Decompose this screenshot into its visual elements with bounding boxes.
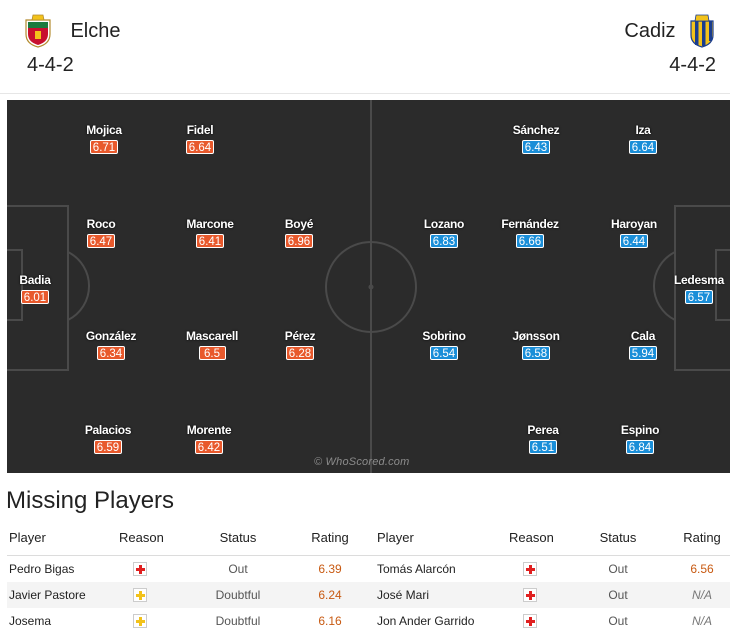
rating-value: N/A <box>691 588 712 602</box>
elche-crest-icon <box>25 14 51 48</box>
pitch-lines <box>7 100 730 473</box>
rating-value: 6.16 <box>318 614 342 628</box>
player-rating: 6.83 <box>429 234 459 248</box>
player-rating: 6.5 <box>198 346 226 360</box>
player-rating: 6.54 <box>429 346 459 360</box>
header-player: Player <box>377 530 414 545</box>
table-header: Player Reason Status Rating Player Reaso… <box>7 526 730 556</box>
cadiz-crest-icon <box>690 14 714 48</box>
doubt-icon <box>133 614 147 628</box>
player-rating: 6.41 <box>195 234 225 248</box>
player-rating: 6.84 <box>625 440 655 454</box>
table-row: Josema Doubtful 6.16 Jon Ander Garrido O… <box>7 608 730 634</box>
header-status: Status <box>599 530 637 545</box>
player-rating: 6.01 <box>20 290 50 304</box>
player-away-lozano[interactable]: Lozano 6.83 <box>423 217 465 248</box>
rating-value: 6.56 <box>690 562 714 576</box>
rating-value: N/A <box>691 614 712 628</box>
player-home-perez[interactable]: Pérez 6.28 <box>284 329 316 360</box>
player-home-roco[interactable]: Roco 6.47 <box>86 217 116 248</box>
player-rating: 6.44 <box>619 234 649 248</box>
player-away-iza[interactable]: Iza 6.64 <box>605 123 681 156</box>
player-link[interactable]: Tomás Alarcón <box>377 562 456 576</box>
missing-players-title: Missing Players <box>6 487 175 514</box>
status-text: Out <box>608 614 628 628</box>
player-home-badia[interactable]: Badia 6.01 <box>19 273 51 304</box>
player-home-mojica[interactable]: Mojica 6.71 <box>86 123 122 154</box>
player-link[interactable]: Jon Ander Garrido <box>377 614 475 628</box>
player-away-sobrino[interactable]: Sobrino 6.54 <box>422 329 466 360</box>
player-rating: 6.42 <box>194 440 224 454</box>
player-home-mascarell[interactable]: Mascarell 6.5 <box>185 329 238 360</box>
status-text: Out <box>608 588 628 602</box>
status-text: Out <box>228 562 248 576</box>
injury-icon <box>523 588 537 602</box>
player-link[interactable]: Javier Pastore <box>9 588 86 602</box>
header-reason: Reason <box>119 530 164 545</box>
player-rating: 6.57 <box>684 290 714 304</box>
player-rating: 6.71 <box>89 140 119 154</box>
player-rating: 6.51 <box>528 440 558 454</box>
home-team[interactable]: Elche <box>24 14 120 48</box>
player-away-jonsson[interactable]: Jønsson 6.58 <box>512 329 560 360</box>
doubt-icon <box>133 588 147 602</box>
watermark: © WhoScored.com <box>314 456 410 468</box>
home-formation: 4-4-2 <box>27 54 74 76</box>
header-player: Player <box>9 530 46 545</box>
player-home-marcone[interactable]: Marcone 6.41 <box>186 217 234 248</box>
player-link[interactable]: Josema <box>9 614 52 628</box>
player-link[interactable]: Pedro Bigas <box>9 562 75 576</box>
player-rating: 6.28 <box>285 346 315 360</box>
player-home-gonzalez[interactable]: González 6.34 <box>85 329 137 360</box>
missing-players-table: Player Reason Status Rating Player Reaso… <box>7 526 730 634</box>
injury-icon <box>523 614 537 628</box>
player-rating: 6.47 <box>86 234 116 248</box>
pitch: Badia 6.01 Mojica 6.71 Roco 6.47 Gonzále… <box>7 100 730 473</box>
player-rating: 6.43 <box>521 140 551 154</box>
player-home-palacios[interactable]: Palacios 6.59 <box>84 423 132 454</box>
status-text: Doubtful <box>215 588 261 602</box>
header-rating: Rating <box>683 530 721 545</box>
player-away-espino[interactable]: Espino 6.84 <box>620 423 660 454</box>
status-text: Out <box>608 562 628 576</box>
player-rating: 6.64 <box>628 140 658 154</box>
player-home-boye[interactable]: Boyé 6.96 <box>284 217 314 248</box>
player-away-haroyan[interactable]: Haroyan 6.44 <box>611 217 657 248</box>
away-team-name[interactable]: Cadiz <box>624 19 676 42</box>
player-rating: 6.59 <box>93 440 123 454</box>
header-status: Status <box>219 530 257 545</box>
home-team-name[interactable]: Elche <box>70 19 121 42</box>
table-row: Pedro Bigas Out 6.39 Tomás Alarcón Out 6… <box>7 556 730 582</box>
player-rating: 6.34 <box>96 346 126 360</box>
match-header: Elche 4-4-2 Cadiz 4-4-2 <box>0 0 730 94</box>
player-link[interactable]: José Mari <box>377 588 430 602</box>
player-away-ledesma[interactable]: Ledesma 6.57 <box>674 273 724 304</box>
away-formation: 4-4-2 <box>669 54 716 76</box>
player-away-perea[interactable]: Perea 6.51 <box>527 423 559 454</box>
player-rating: 6.96 <box>284 234 314 248</box>
away-team[interactable]: Cadiz <box>624 14 716 48</box>
player-home-morente[interactable]: Morente 6.42 <box>186 423 232 454</box>
injury-icon <box>523 562 537 576</box>
header-reason: Reason <box>509 530 554 545</box>
player-rating: 6.58 <box>521 346 551 360</box>
player-rating: 5.94 <box>628 346 658 360</box>
player-away-fernandez[interactable]: Fernández 6.66 <box>501 217 559 248</box>
header-rating: Rating <box>311 530 349 545</box>
player-home-fidel[interactable]: Fidel 6.64 <box>185 123 215 154</box>
player-away-sanchez[interactable]: Sánchez 6.43 <box>512 123 560 154</box>
table-row: Javier Pastore Doubtful 6.24 José Mari O… <box>7 582 730 608</box>
rating-value: 6.24 <box>318 588 342 602</box>
player-rating: 6.64 <box>185 140 215 154</box>
injury-icon <box>133 562 147 576</box>
player-rating: 6.66 <box>515 234 545 248</box>
player-away-cala[interactable]: Cala 5.94 <box>605 329 681 362</box>
status-text: Doubtful <box>215 614 261 628</box>
rating-value: 6.39 <box>318 562 342 576</box>
